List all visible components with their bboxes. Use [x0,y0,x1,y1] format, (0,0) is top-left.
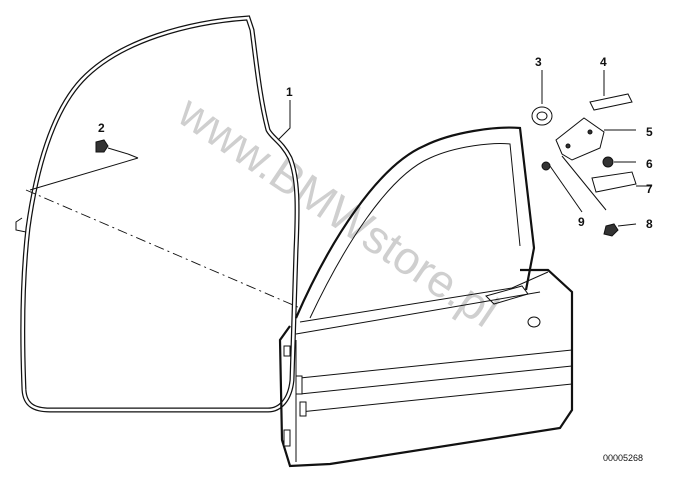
callout-9: 9 [578,215,585,229]
leader-1 [277,100,291,141]
alignment-line [25,189,301,309]
callout-5: 5 [646,125,653,139]
lock-parts-drawing [531,70,652,237]
callout-7: 7 [646,182,653,196]
callout-3: 3 [535,55,542,69]
reference-number: 00005268 [603,453,643,463]
callout-4: 4 [600,55,607,69]
callout-1: 1 [286,85,293,99]
callout-6: 6 [646,157,653,171]
callout-2: 2 [98,121,105,135]
callout-8: 8 [646,217,653,231]
door-seal-drawing [15,15,300,413]
door-shell-drawing [278,126,574,468]
watermark-text: www.BMWstore.pl [169,85,508,337]
clip-drawing [29,139,139,191]
